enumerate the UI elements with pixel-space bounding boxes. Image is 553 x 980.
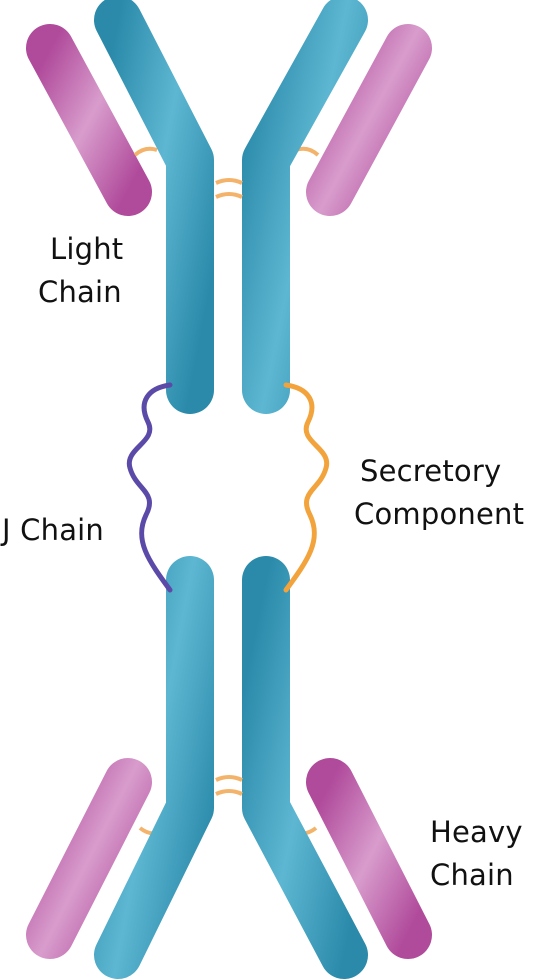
heavy-chain-bottom-left: [94, 556, 214, 979]
light-chain-bottom-right: [306, 758, 432, 959]
light-chain-top-left: [26, 24, 152, 216]
disulfide-bond-top-right: [295, 146, 320, 157]
light-chain-bottom-left: [26, 758, 152, 959]
light-chain-top-right: [306, 24, 432, 216]
secretory-component-label-line2: Component: [354, 497, 524, 531]
disulfide-bond-top-left: [133, 146, 158, 157]
light-chain-label-line1: Light: [50, 232, 123, 266]
hinge-disulfide-bottom: [215, 775, 243, 796]
light-chain-label-line2: Chain: [38, 275, 122, 309]
bottom-antibody-monomer: [26, 556, 432, 979]
j-chain-label: J Chain: [0, 513, 104, 547]
light-chain-label: Light Chain: [38, 232, 123, 309]
heavy-chain-label-line1: Heavy: [430, 815, 523, 849]
heavy-chain-label: Heavy Chain: [430, 815, 523, 892]
heavy-chain-top-left: [94, 0, 214, 414]
hinge-disulfide-top: [215, 178, 243, 199]
heavy-chain-top-right: [242, 0, 368, 414]
secretory-component-strand: [283, 382, 330, 593]
heavy-chain-bottom-right: [242, 556, 368, 979]
top-antibody-monomer: [26, 0, 432, 414]
heavy-chain-label-line2: Chain: [430, 858, 514, 892]
j-chain-strand: [126, 382, 173, 593]
secretory-component-label-line1: Secretory: [360, 454, 501, 488]
secretory-component-label: Secretory Component: [354, 454, 524, 531]
